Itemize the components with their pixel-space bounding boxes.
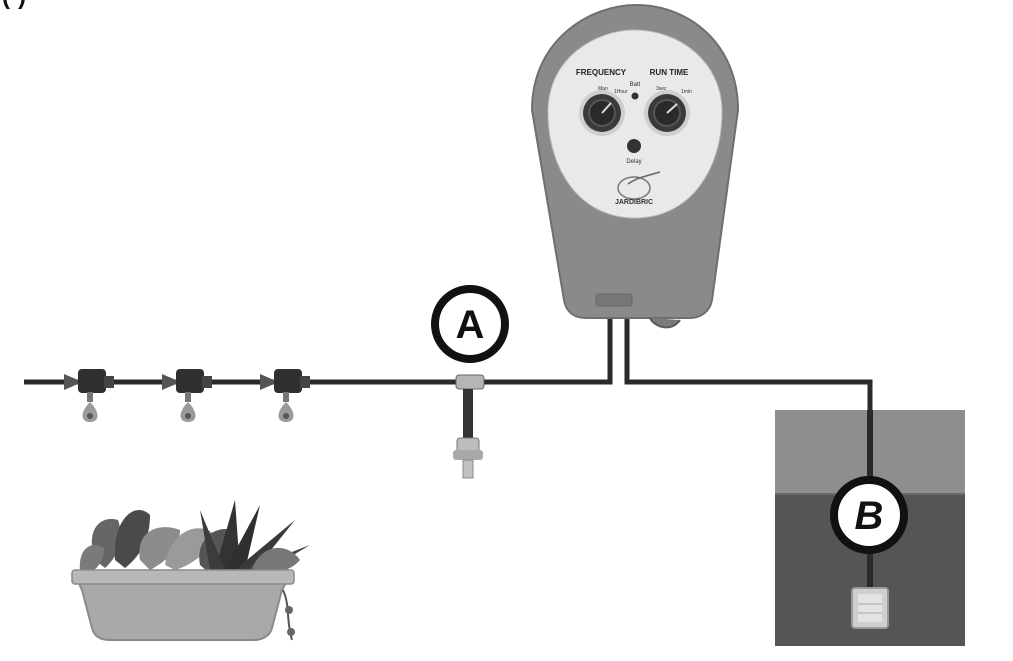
drip-emitter (162, 369, 212, 422)
timer-controller: FREQUENCY RUN TIME Batt Man 1Hour 3sec 1… (530, 3, 740, 329)
runtime-label: RUN TIME (650, 68, 689, 77)
callout-a: A (431, 285, 509, 363)
frequency-label: FREQUENCY (576, 68, 627, 77)
intake-filter (851, 587, 889, 629)
plant-foliage (79, 500, 310, 575)
controller-faceplate (547, 29, 723, 219)
callout-b-label: B (855, 494, 884, 538)
planter-box (73, 574, 292, 641)
callout-a-label: A (456, 303, 485, 347)
jardibric-logo (617, 171, 661, 200)
brand-label: JARDIBRIC (615, 199, 653, 206)
frequency-dial[interactable] (579, 90, 625, 136)
runtime-mark-1min: 1min (681, 89, 692, 95)
delay-label: Delay (626, 159, 641, 165)
planter-with-plants (71, 500, 310, 641)
frequency-mark-hour: 1Hour (614, 89, 628, 95)
runtime-dial[interactable] (644, 90, 690, 136)
t-connector-drain (453, 374, 485, 479)
batt-label: Batt (630, 82, 641, 88)
drip-emitter (64, 369, 114, 422)
runtime-mark-3sec: 3sec (656, 86, 667, 92)
battery-led (631, 92, 639, 100)
delay-button[interactable] (627, 139, 641, 153)
frequency-mark-man: Man (598, 86, 608, 92)
callout-b: B (830, 476, 908, 554)
drip-emitter (260, 369, 310, 422)
figure-corner-label: (-) (2, 0, 26, 10)
